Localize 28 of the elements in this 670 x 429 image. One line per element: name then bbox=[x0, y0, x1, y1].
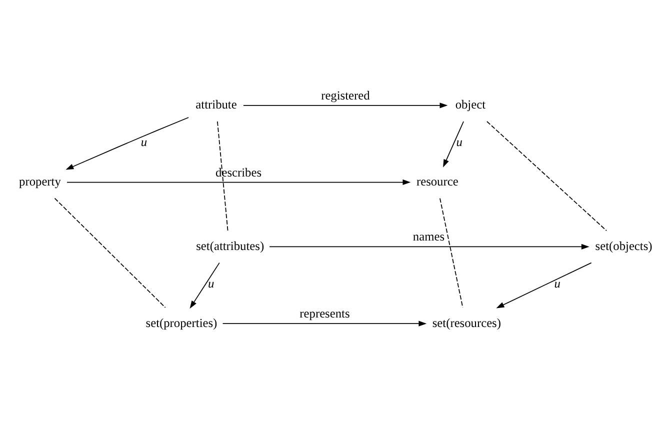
node-text: set(attributes) bbox=[196, 239, 264, 254]
edge-label: represents bbox=[300, 306, 350, 321]
edge-label: registered bbox=[321, 88, 370, 102]
node-text: resource bbox=[416, 174, 458, 189]
edge-label: u bbox=[554, 276, 560, 291]
arrow bbox=[496, 262, 592, 308]
connector bbox=[54, 198, 166, 308]
arrow bbox=[222, 320, 427, 326]
edge-label: u bbox=[208, 276, 214, 291]
node-text: set(resources) bbox=[432, 316, 502, 330]
edge-label: names bbox=[412, 230, 445, 244]
connector bbox=[486, 121, 607, 232]
edge-label: u bbox=[456, 135, 462, 150]
edge-label: u bbox=[140, 135, 148, 150]
arrow bbox=[190, 262, 220, 309]
arrow bbox=[66, 117, 189, 170]
arrow bbox=[66, 179, 411, 186]
arrow bbox=[269, 244, 590, 250]
node-text: attribute bbox=[196, 98, 237, 112]
connector bbox=[440, 198, 464, 308]
node-text: object bbox=[455, 98, 486, 112]
edge-label: describes bbox=[216, 165, 262, 180]
arrow bbox=[443, 121, 464, 168]
node-text: property bbox=[19, 174, 61, 189]
node-text: set(properties) bbox=[146, 316, 218, 330]
arrow bbox=[243, 102, 448, 108]
node-text: set(objects) bbox=[595, 239, 652, 254]
connector bbox=[217, 121, 228, 232]
